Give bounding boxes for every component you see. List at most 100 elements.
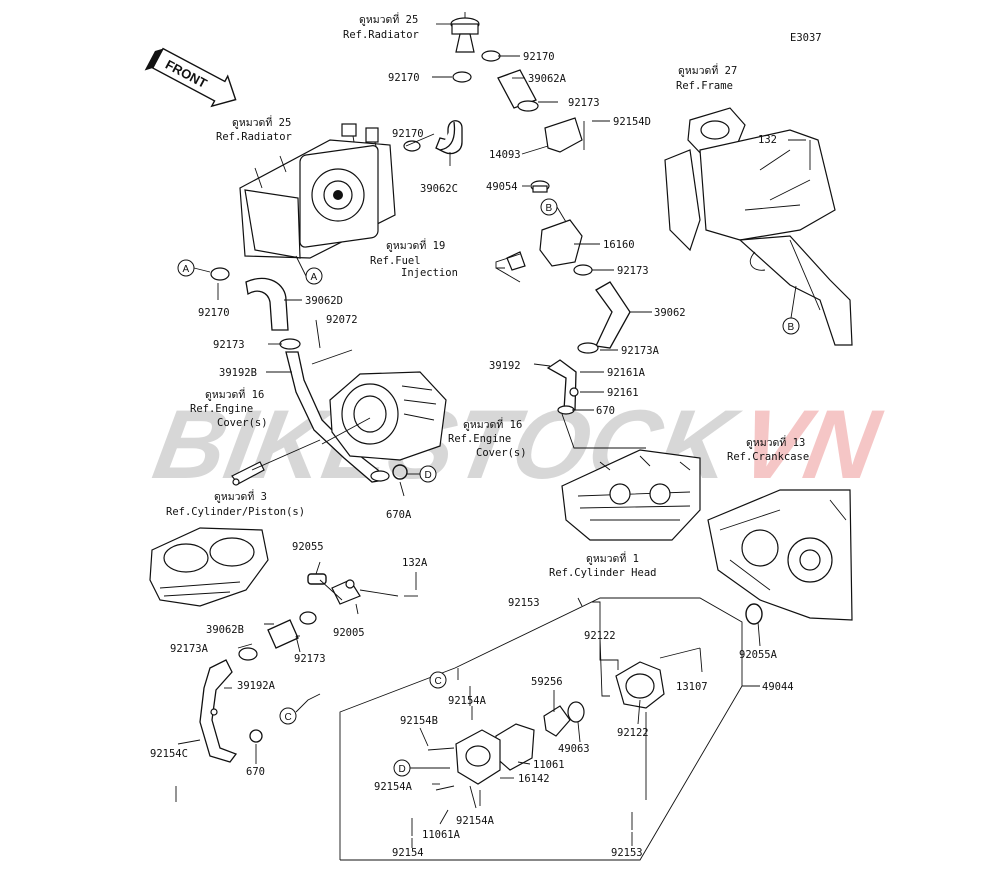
part-number: 39192A xyxy=(237,680,276,692)
ref-cylinder: ดูหมวดที่ 3 Ref.Cylinder/Piston(s) xyxy=(166,489,305,518)
part-number: 92173 xyxy=(568,97,600,109)
callout-c-2: C xyxy=(279,707,297,725)
watermark-part2: VN xyxy=(731,390,888,499)
watermark: BIKESTOCK VN xyxy=(146,390,888,499)
part-number: 92154A xyxy=(456,815,495,827)
svg-text:Injection: Injection xyxy=(401,267,458,279)
crankcase xyxy=(707,489,853,621)
callout-d-1: D xyxy=(419,465,437,483)
svg-text:Ref.Engine: Ref.Engine xyxy=(448,433,511,445)
svg-text:D: D xyxy=(425,470,432,481)
svg-text:C: C xyxy=(285,712,292,723)
part-number: 92154A xyxy=(448,695,487,707)
part-number: 92154D xyxy=(613,116,651,128)
callout-a-1: A xyxy=(177,259,195,277)
part-number: 92122 xyxy=(584,630,616,642)
callout-b-2: B xyxy=(782,317,800,335)
part-number: 92170 xyxy=(388,72,420,84)
part-number: 132 xyxy=(758,134,777,146)
part-number: 92154 xyxy=(392,847,424,859)
frame xyxy=(664,107,853,346)
svg-text:ดูหมวดที่ 27: ดูหมวดที่ 27 xyxy=(678,63,737,77)
ref-fuel-injection: ดูหมวดที่ 19 Ref.Fuel Injection xyxy=(370,238,458,279)
svg-text:ดูหมวดที่ 3: ดูหมวดที่ 3 xyxy=(214,489,267,503)
part-number: 39062C xyxy=(420,183,458,195)
svg-text:A: A xyxy=(183,264,190,275)
svg-text:ดูหมวดที่ 16: ดูหมวดที่ 16 xyxy=(205,387,264,401)
callout-c-1: C xyxy=(429,671,447,689)
part-number: 14093 xyxy=(489,149,521,161)
part-number: 92055 xyxy=(292,541,324,553)
svg-text:Cover(s): Cover(s) xyxy=(217,417,268,429)
part-number: 39062B xyxy=(206,624,244,636)
part-number: 39062D xyxy=(305,295,343,307)
part-number: 13107 xyxy=(676,681,708,693)
svg-text:Ref.Radiator: Ref.Radiator xyxy=(216,131,292,143)
part-number: 39192B xyxy=(219,367,257,379)
ref-radiator-left: ดูหมวดที่ 25 Ref.Radiator xyxy=(216,115,292,143)
svg-text:D: D xyxy=(399,764,406,775)
part-number: 92055A xyxy=(739,649,778,661)
svg-text:Ref.Cylinder/Piston(s): Ref.Cylinder/Piston(s) xyxy=(166,506,305,518)
part-number: 92005 xyxy=(333,627,365,639)
engine-cover xyxy=(329,371,447,461)
part-number: 92173A xyxy=(621,345,660,357)
part-number: 92170 xyxy=(392,128,424,140)
part-number: 39192 xyxy=(489,360,521,372)
ref-frame: ดูหมวดที่ 27 Ref.Frame xyxy=(676,63,737,92)
part-number: 92122 xyxy=(617,727,649,739)
svg-text:B: B xyxy=(546,203,553,214)
svg-text:C: C xyxy=(435,676,442,687)
diagram-code: E3037 xyxy=(790,32,822,44)
part-number: 11061A xyxy=(422,829,461,841)
svg-text:ดูหมวดที่ 19: ดูหมวดที่ 19 xyxy=(386,238,445,252)
cylinder-head xyxy=(561,449,701,541)
svg-text:Cover(s): Cover(s) xyxy=(476,447,527,459)
cylinder-block xyxy=(149,527,269,607)
part-number: 16160 xyxy=(603,239,635,251)
svg-text:Ref.Fuel: Ref.Fuel xyxy=(370,255,421,267)
part-number: 92072 xyxy=(326,314,358,326)
part-number: 49044 xyxy=(762,681,794,693)
part-number: 49054 xyxy=(486,181,518,193)
part-number: 92170 xyxy=(523,51,555,63)
radiator-assembly xyxy=(239,123,396,259)
ref-crankcase: ดูหมวดที่ 13 Ref.Crankcase xyxy=(727,435,809,463)
ref-radiator-top: ดูหมวดที่ 25 Ref.Radiator xyxy=(343,12,419,41)
part-number: 16142 xyxy=(518,773,550,785)
ref-cylinder-head: ดูหมวดที่ 1 Ref.Cylinder Head xyxy=(549,551,656,579)
part-number: 92154A xyxy=(374,781,413,793)
svg-text:B: B xyxy=(788,322,795,333)
part-number: 59256 xyxy=(531,676,563,688)
part-number: 92170 xyxy=(198,307,230,319)
callout-d-2: D xyxy=(393,759,411,777)
part-number: 11061 xyxy=(533,759,565,771)
part-number: 670 xyxy=(596,405,615,417)
water-pump-box xyxy=(339,597,743,861)
part-number: 92173 xyxy=(617,265,649,277)
radiator-cap xyxy=(450,17,501,62)
part-number: 132A xyxy=(402,557,428,569)
part-number: 92154B xyxy=(400,715,438,727)
part-number: 39062 xyxy=(654,307,686,319)
svg-text:ดูหมวดที่ 25: ดูหมวดที่ 25 xyxy=(232,115,291,129)
leader-lines xyxy=(177,23,806,848)
part-number: 92173 xyxy=(294,653,326,665)
svg-text:Ref.Frame: Ref.Frame xyxy=(676,80,733,92)
svg-text:Ref.Engine: Ref.Engine xyxy=(190,403,253,415)
part-labels: 92170 92170 39062A 92173 92170 92154D 14… xyxy=(150,51,794,859)
callout-b-1: B xyxy=(540,198,558,216)
part-number: 39062A xyxy=(528,73,567,85)
part-number: 670 xyxy=(246,766,265,778)
part-number: 92173A xyxy=(170,643,209,655)
part-number: 92154C xyxy=(150,748,188,760)
svg-text:Ref.Crankcase: Ref.Crankcase xyxy=(727,451,809,463)
svg-text:A: A xyxy=(311,272,318,283)
part-number: 49063 xyxy=(558,743,590,755)
svg-text:ดูหมวดที่ 16: ดูหมวดที่ 16 xyxy=(463,417,522,431)
front-arrow-icon: FRONT xyxy=(144,47,237,108)
part-number: 92161 xyxy=(607,387,639,399)
svg-text:ดูหมวดที่ 1: ดูหมวดที่ 1 xyxy=(586,551,639,565)
svg-text:Ref.Cylinder Head: Ref.Cylinder Head xyxy=(549,567,656,579)
